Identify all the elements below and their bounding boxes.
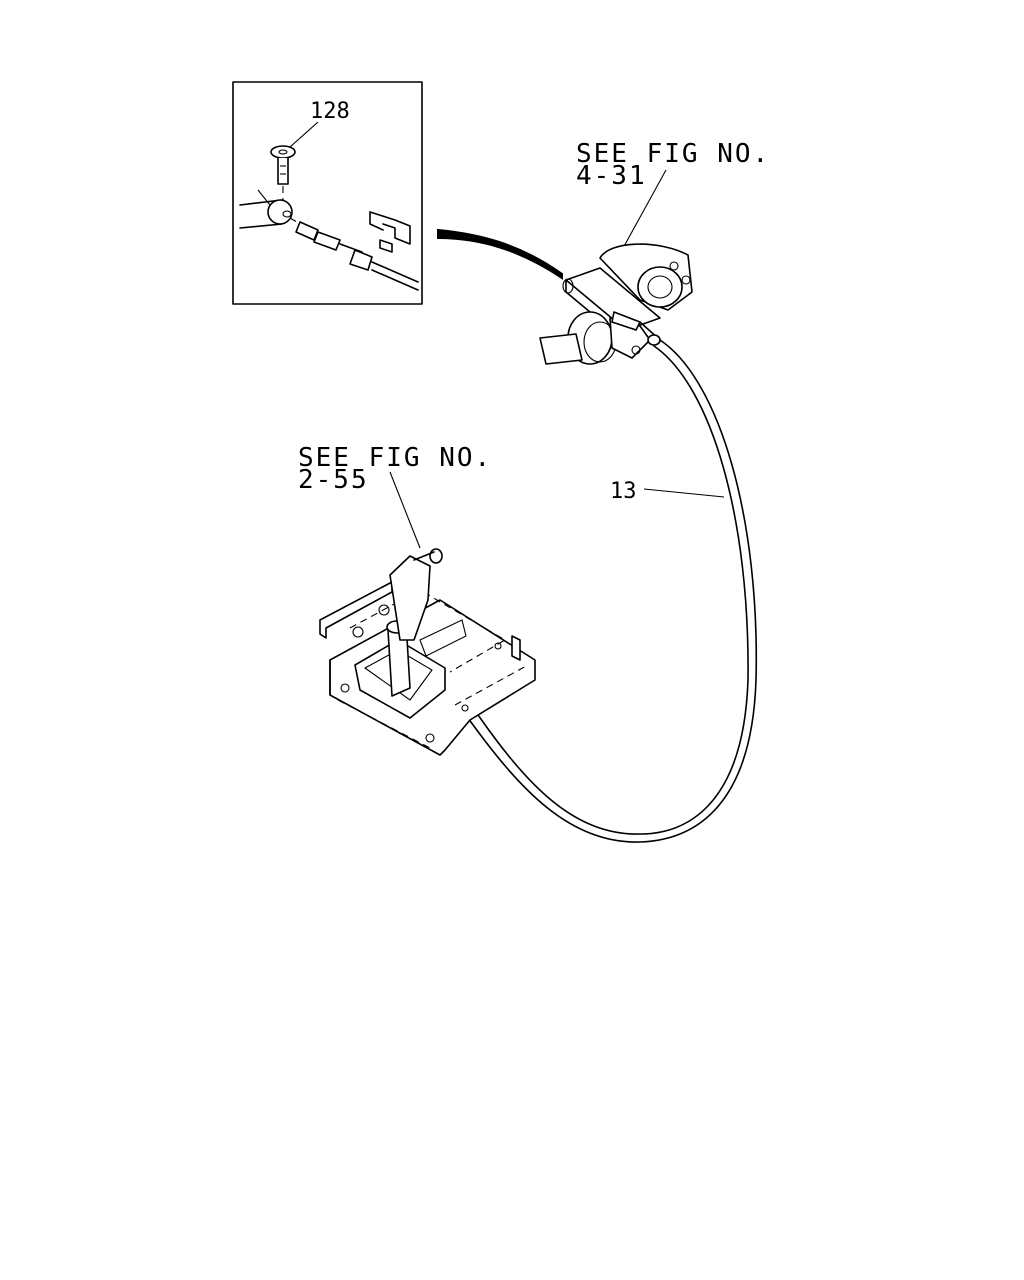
leader-13 <box>643 488 725 498</box>
shift-lever-assembly <box>319 548 536 756</box>
upper-ref-leader <box>621 169 667 251</box>
inset-cable-end <box>289 217 419 291</box>
upper-ref-line1: SEE FIG NO. <box>576 139 770 169</box>
lower-ref-line1: SEE FIG NO. <box>298 443 492 473</box>
detail-inset: 128 <box>232 81 423 305</box>
inset-bracket <box>369 211 411 253</box>
lower-ref-line2: 2-55 <box>298 465 369 495</box>
clip-part-128 <box>270 145 296 206</box>
shift-handle <box>389 555 431 641</box>
upper-ref-line2: 4-31 <box>576 161 647 191</box>
inset-frame <box>232 81 423 305</box>
transmission-assembly <box>539 243 693 365</box>
control-cable: 13 <box>467 339 758 843</box>
lower-reference: SEE FIG NO. 2-55 <box>298 443 492 549</box>
leader-128 <box>289 121 319 148</box>
upper-reference: SEE FIG NO. 4-31 <box>576 139 770 251</box>
callout-13: 13 <box>610 479 637 504</box>
lower-ref-leader <box>389 471 421 549</box>
callout-128: 128 <box>310 99 350 124</box>
detail-arrow <box>437 228 563 280</box>
inset-shaft <box>239 189 293 229</box>
